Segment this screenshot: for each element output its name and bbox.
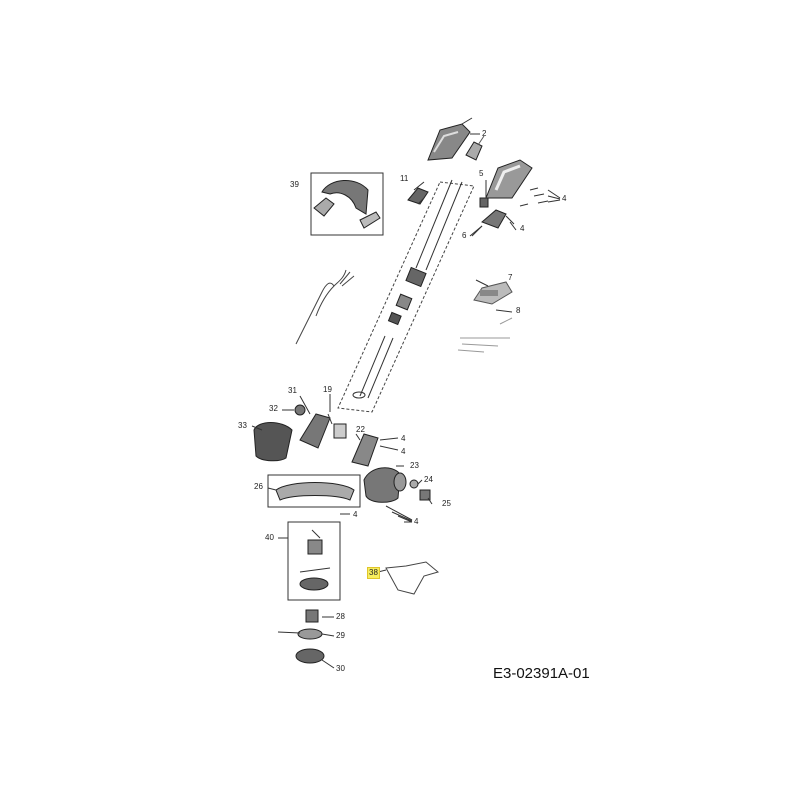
callout-25: 25 — [442, 499, 451, 508]
callout-30: 30 — [336, 664, 345, 673]
part-11-clip — [407, 187, 429, 205]
part-39-handle — [313, 180, 381, 229]
callout-26: 26 — [254, 482, 263, 491]
handle-half-part — [485, 159, 533, 199]
callout-5: 5 — [479, 169, 484, 178]
part-23-motor-housing — [363, 467, 407, 503]
part-8-charger — [457, 317, 513, 353]
part-33-cover — [253, 422, 293, 462]
part-26-guard — [275, 482, 355, 501]
screws-group-lower — [385, 505, 413, 523]
leader-lines — [251, 133, 513, 669]
callout-32: 32 — [269, 404, 278, 413]
callout-4d: 4 — [401, 447, 406, 456]
part-7-battery — [473, 281, 513, 305]
callout-22: 22 — [356, 425, 365, 434]
callout-39: 39 — [290, 180, 299, 189]
callout-6: 6 — [462, 231, 467, 240]
part-29-cap — [277, 628, 323, 640]
document-code: E3-02391A-01 — [493, 665, 590, 682]
box-26 — [267, 474, 361, 508]
part-22-bracket — [351, 433, 399, 467]
callout-4f: 4 — [414, 517, 419, 526]
callout-24: 24 — [424, 475, 433, 484]
upper-shaft — [387, 179, 463, 326]
callout-28: 28 — [336, 612, 345, 621]
part-40-spool — [299, 529, 331, 591]
callout-7: 7 — [508, 273, 513, 282]
power-cord — [295, 269, 355, 345]
part-31-housing — [299, 413, 331, 449]
callout-11: 11 — [400, 174, 409, 183]
callout-23: 23 — [410, 461, 419, 470]
part-6-bracket — [471, 209, 517, 237]
callout-4a: 4 — [562, 194, 567, 203]
part-32-knob — [294, 404, 306, 416]
part-5 — [479, 197, 489, 208]
bracket-part-2 — [465, 135, 485, 161]
part-28-spring — [305, 609, 319, 623]
callout-33: 33 — [238, 421, 247, 430]
callout-19: 19 — [323, 385, 332, 394]
callout-8: 8 — [516, 306, 521, 315]
part-30-knob — [295, 648, 325, 664]
callout-38: 38 — [367, 567, 380, 579]
box-39 — [310, 172, 384, 236]
callout-2: 2 — [482, 129, 487, 138]
part-38-wire — [385, 561, 440, 595]
lower-shaft — [352, 335, 394, 399]
callout-31: 31 — [288, 386, 297, 395]
shaft-dashed-outline — [337, 181, 475, 413]
callout-4e: 4 — [353, 510, 358, 519]
callout-4c: 4 — [401, 434, 406, 443]
part-19-clip — [327, 413, 347, 439]
screws-group-a — [519, 187, 561, 207]
callout-4b: 4 — [520, 224, 525, 233]
box-40 — [287, 521, 341, 601]
handle-top-part — [427, 117, 473, 161]
callout-29: 29 — [336, 631, 345, 640]
callout-40: 40 — [265, 533, 274, 542]
